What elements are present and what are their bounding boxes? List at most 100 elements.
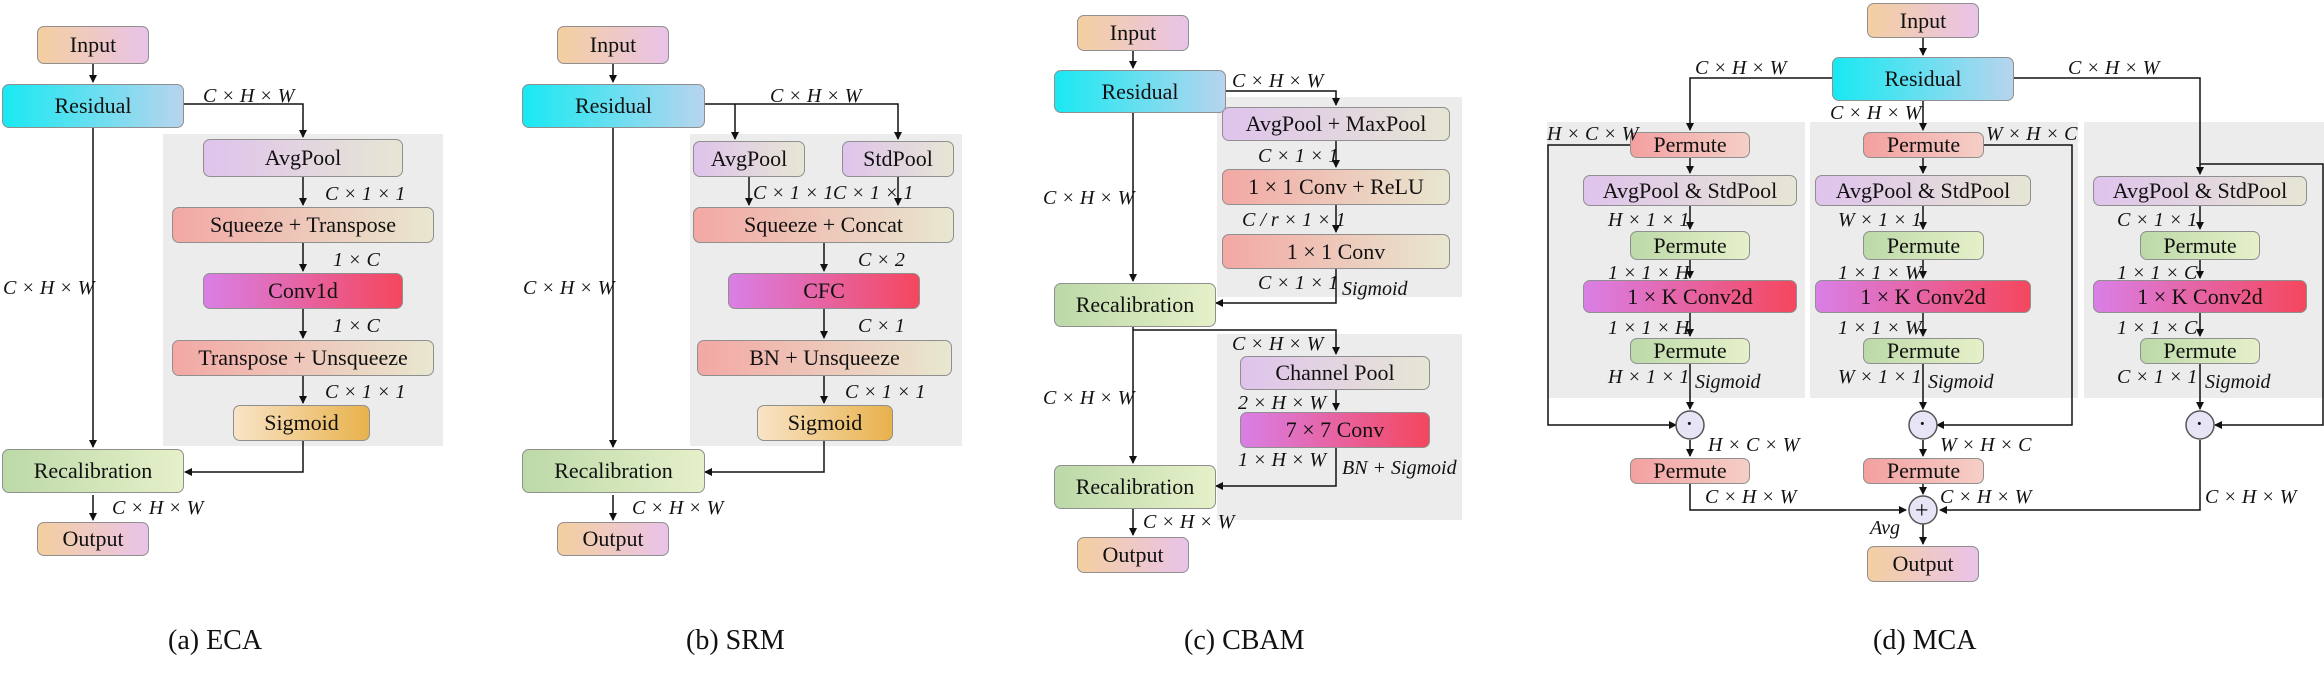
srm-stdpool-box: StdPool (842, 141, 954, 177)
srm-arrow (705, 103, 902, 140)
mca-conv2d-box: 1 × K Conv2d (1583, 280, 1797, 313)
mca-permute-box: Permute (1630, 458, 1750, 484)
cbam-sigmoid-label: Sigmoid (1342, 278, 1408, 300)
srm-dim-label: C × 1 × 1 (845, 381, 926, 403)
mca-dim-label: C × H × W (1695, 57, 1787, 79)
multiply-symbol: · (1685, 409, 1694, 438)
mca-avg-std-pool-box: AvgPool & StdPool (2093, 176, 2307, 206)
mca-sigmoid-label: Sigmoid (1695, 371, 1761, 393)
mca-output-box: Output (1867, 546, 1979, 582)
eca-caption: (a) ECA (168, 625, 263, 656)
multiply-symbol: · (2195, 409, 2204, 438)
mca-dim-label: W × H × C (1986, 123, 2078, 145)
mca-dim-label: C × 1 × 1 (2117, 366, 2198, 388)
mca-permute-box: Permute (1863, 132, 1984, 158)
mca-arrow (2200, 163, 2324, 429)
srm-dim-label: C × 2 (858, 249, 905, 271)
srm-dim-label: C × 1 (858, 315, 905, 337)
mca-permute-box: Permute (1863, 338, 1984, 364)
cbam-dim-label: C × 1 × 1 (1258, 272, 1339, 294)
cbam-dim-label: C / r × 1 × 1 (1242, 209, 1346, 231)
eca-sigmoid-box: Sigmoid (233, 405, 370, 441)
eca-dim-label: C × H × W (203, 85, 295, 107)
cbam-residual-box: Residual (1054, 70, 1226, 113)
multiply-symbol: · (1918, 409, 1927, 438)
srm-input-box: Input (557, 26, 669, 64)
mca-avg-label: Avg (1870, 517, 1900, 539)
cbam-dim-label: 1 × H × W (1238, 449, 1327, 471)
cbam-arrow (1226, 90, 1340, 106)
mca-residual-box: Residual (1832, 57, 2014, 101)
mca-dim-label: W × 1 × 1 (1838, 366, 1922, 388)
mca-sigmoid-label: Sigmoid (2205, 371, 2271, 393)
mca-arrow (1547, 144, 1677, 429)
mca-dim-label: 1 × 1 × H (1608, 262, 1690, 284)
mca-caption: (d) MCA (1873, 625, 1977, 656)
srm-squeeze-concat-box: Squeeze + Concat (693, 207, 954, 243)
mca-input-box: Input (1867, 3, 1979, 38)
mca-multiply-node (1675, 410, 1705, 440)
srm-dim-label: C × H × W (632, 497, 724, 519)
eca-dim-label: 1 × C (333, 249, 380, 271)
eca-input-box: Input (37, 26, 149, 64)
mca-sum-node (1908, 495, 1938, 525)
mca-dim-label: H × C × W (1547, 123, 1639, 145)
mca-dim-label: H × 1 × 1 (1608, 366, 1690, 388)
srm-dim-label: C × H × W (770, 85, 862, 107)
eca-transpose-unsqueeze-box: Transpose + Unsqueeze (172, 340, 434, 376)
srm-dim-label: C × H × W (523, 277, 615, 299)
srm-avgpool-box: AvgPool (693, 141, 805, 177)
srm-dim-label: C × 1 × 1 (833, 182, 914, 204)
mca-avg-std-pool-box: AvgPool & StdPool (1815, 175, 2031, 206)
cbam-conv77-box: 7 × 7 Conv (1240, 412, 1430, 448)
mca-arrow (1939, 440, 2201, 514)
mca-permute-box: Permute (2140, 338, 2260, 364)
mca-permute-box: Permute (1630, 231, 1750, 260)
mca-dim-label: 1 × 1 × W (1838, 262, 1922, 284)
mca-dim-label: H × 1 × 1 (1608, 209, 1690, 231)
eca-dim-label: C × 1 × 1 (325, 381, 406, 403)
srm-bn-unsqueeze-box: BN + Unsqueeze (697, 340, 952, 376)
cbam-conv-relu-box: 1 × 1 Conv + ReLU (1222, 169, 1450, 205)
mca-arrow (1936, 144, 2073, 429)
eca-avgpool-box: AvgPool (203, 139, 403, 177)
eca-dim-label: C × H × W (112, 497, 204, 519)
mca-dim-label: C × H × W (1705, 486, 1797, 508)
cbam-dim-label: 2 × H × W (1238, 392, 1327, 414)
mca-permute-box: Permute (1863, 231, 1984, 260)
plus-symbol: + (1915, 498, 1929, 524)
mca-arrow (1686, 77, 1832, 131)
cbam-dim-label: C × H × W (1043, 187, 1135, 209)
mca-multiply-node (2185, 410, 2215, 440)
srm-cfc-box: CFC (728, 273, 920, 309)
mca-dim-label: C × 1 × 1 (2117, 209, 2198, 231)
cbam-recalibration-box-2: Recalibration (1054, 465, 1216, 509)
srm-caption: (b) SRM (686, 625, 785, 656)
mca-conv2d-box: 1 × K Conv2d (1815, 280, 2031, 313)
cbam-arrow (1133, 329, 1340, 355)
mca-dim-label: 1 × 1 × C (2117, 262, 2198, 284)
cbam-conv-box: 1 × 1 Conv (1222, 234, 1450, 269)
srm-residual-box: Residual (522, 84, 705, 128)
cbam-arrow (1215, 269, 1337, 307)
cbam-dim-label: C × 1 × 1 (1258, 145, 1339, 167)
mca-conv2d-box: 1 × K Conv2d (2093, 280, 2307, 313)
cbam-dim-label: C × H × W (1232, 333, 1324, 355)
cbam-dim-label: C × H × W (1232, 70, 1324, 92)
mca-sigmoid-label: Sigmoid (1928, 371, 1994, 393)
eca-arrow (184, 441, 304, 476)
mca-permute-box: Permute (1630, 132, 1750, 158)
cbam-dim-label: C × H × W (1043, 387, 1135, 409)
eca-dim-label: 1 × C (333, 315, 380, 337)
srm-arrow (704, 441, 825, 476)
mca-permute-box: Permute (1630, 338, 1750, 364)
mca-arrow (1689, 484, 1907, 514)
eca-output-box: Output (37, 522, 149, 556)
cbam-arrow (1215, 448, 1337, 490)
eca-dim-label: C × 1 × 1 (325, 183, 406, 205)
mca-permute-box: Permute (1863, 458, 1984, 484)
srm-dim-label: C × 1 × 1 (753, 182, 834, 204)
cbam-recalibration-box-1: Recalibration (1054, 283, 1216, 327)
cbam-channel-pool-box: Channel Pool (1240, 356, 1430, 390)
srm-output-box: Output (557, 522, 669, 556)
